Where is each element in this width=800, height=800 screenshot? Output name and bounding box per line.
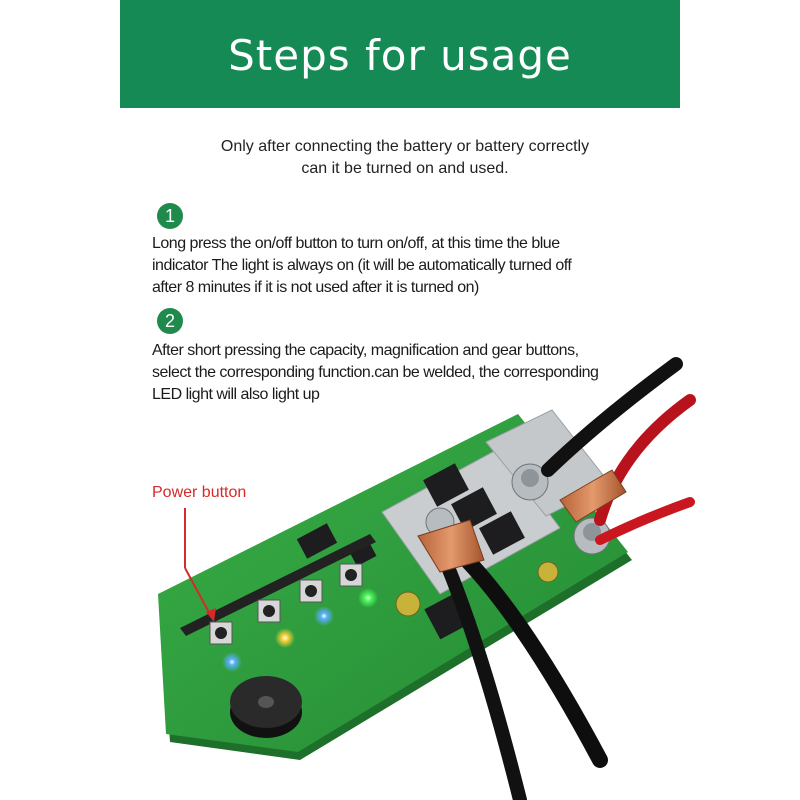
step-1-badge: 1 <box>157 203 183 229</box>
step-1-text: Long press the on/off button to turn on/… <box>152 233 622 299</box>
step-2-line-3: LED light will also light up <box>152 386 320 403</box>
step-2-badge: 2 <box>157 308 183 334</box>
step-2-line-1: After short pressing the capacity, magni… <box>152 342 579 359</box>
intro-line-2: can it be turned on and used. <box>301 160 509 177</box>
power-button-label: Power button <box>152 484 247 501</box>
pcb-board-icon <box>158 409 632 760</box>
step-2-line-2: select the corresponding function.can be… <box>152 364 599 381</box>
step-1-line-2: indicator The light is always on (it wil… <box>152 257 572 274</box>
button-row <box>209 563 363 645</box>
intro-line-1: Only after connecting the battery or bat… <box>220 138 590 155</box>
step-1-line-3: after 8 minutes if it is not used after … <box>152 279 479 296</box>
cable-icon <box>417 357 696 800</box>
led-green-icon <box>358 588 378 608</box>
header-banner: Steps for usage <box>120 0 680 108</box>
led-blue-icon <box>314 606 334 626</box>
page-title: Steps for usage <box>228 30 572 80</box>
led-blue-icon <box>222 652 242 672</box>
buzzer-icon <box>230 676 302 738</box>
power-button-pointer <box>184 508 216 622</box>
intro-text: Only after connecting the battery or bat… <box>150 136 660 180</box>
step-1-line-1: Long press the on/off button to turn on/… <box>152 235 560 252</box>
step-2-text: After short pressing the capacity, magni… <box>152 340 622 406</box>
led-yellow-icon <box>275 628 295 648</box>
